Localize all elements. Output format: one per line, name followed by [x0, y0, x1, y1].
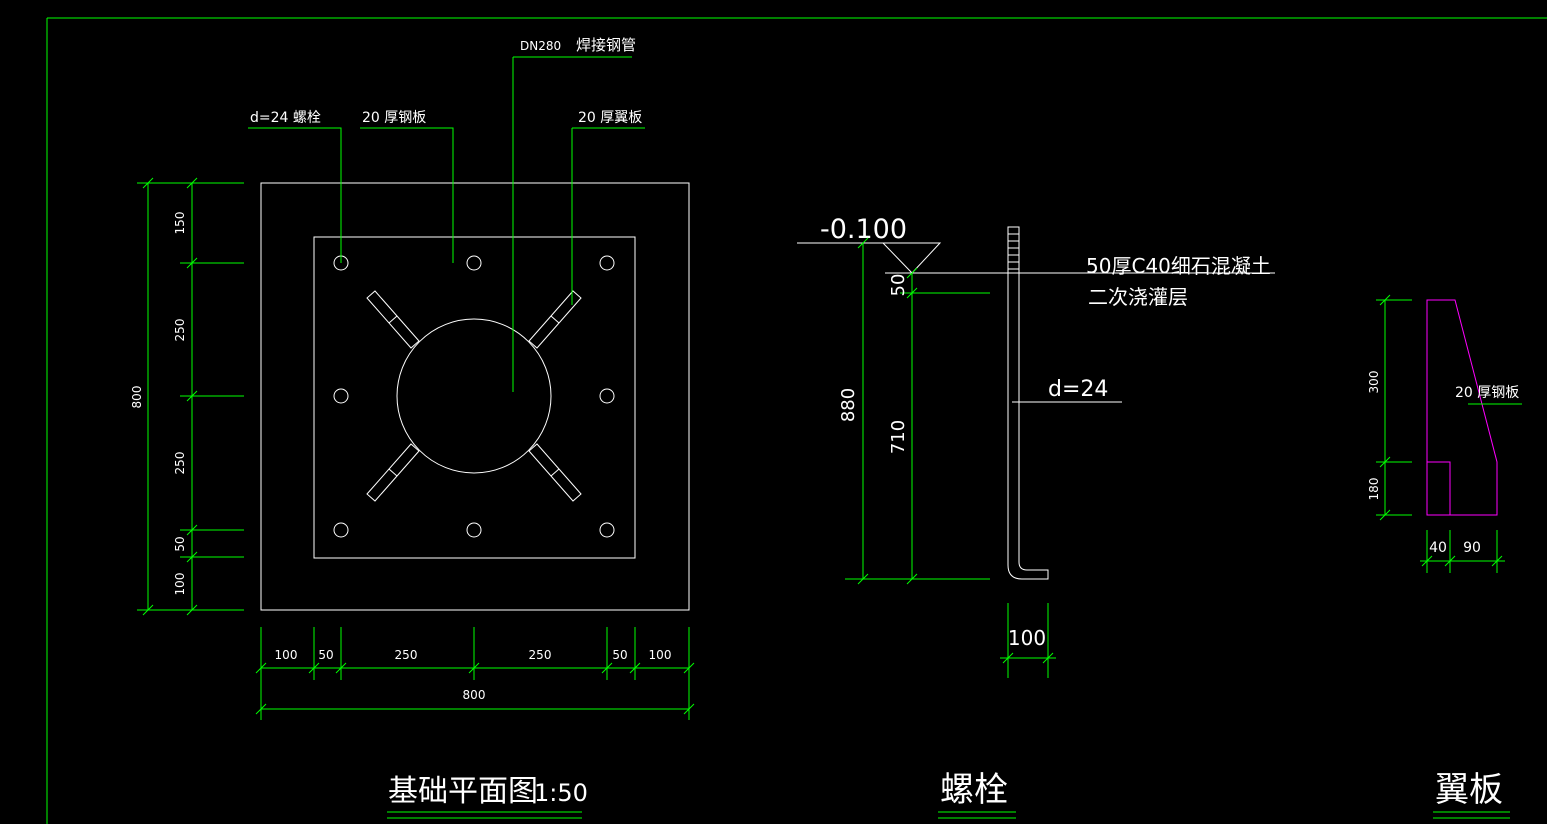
drawing-frame	[46, 17, 1547, 824]
wing-dim-upper: 300	[1367, 371, 1381, 394]
plan-dim-h-100b: 100	[649, 648, 672, 662]
bolt-hole	[599, 255, 615, 271]
anchor-bolt-holes	[333, 255, 615, 538]
wing-plate-sw	[366, 443, 420, 502]
bolt-dim-embed: 710	[888, 420, 909, 454]
wing-plate-profile	[1426, 299, 1498, 516]
wing-dim-left: 40	[1429, 540, 1447, 556]
plan-dim-v-50: 50	[173, 536, 187, 551]
wing-dim-right: 90	[1463, 540, 1481, 556]
wing-plate-label: 20 厚钢板	[1455, 385, 1519, 401]
bolt-hole	[466, 522, 482, 538]
plan-scale: 1:50	[534, 779, 588, 807]
plan-dim-h-total: 800	[463, 688, 486, 702]
callout-wing: 20 厚翼板	[578, 110, 642, 126]
wing-plates	[366, 290, 582, 502]
grout-note-line2: 二次浇灌层	[1088, 285, 1188, 309]
bolt-hole	[333, 522, 349, 538]
bolt-hole	[599, 522, 615, 538]
wing-dim-lower: 180	[1367, 478, 1381, 501]
callout-pipe-name: 焊接钢管	[576, 36, 636, 54]
wing-plate-ne	[528, 290, 582, 349]
callout-leaders	[248, 56, 645, 392]
bolt-elevation: -0.100	[820, 214, 907, 245]
plan-dim-h-50a: 50	[318, 648, 333, 662]
callout-plate: 20 厚钢板	[362, 110, 426, 126]
bolt-dim-hook: 100	[1008, 626, 1046, 650]
plan-vertical-dimensions	[137, 177, 244, 616]
wing-title: 翼板	[1435, 770, 1503, 810]
steel-pipe	[396, 318, 552, 474]
foundation-plan: d=24 螺栓 20 厚钢板 DN280 焊接钢管 20 厚翼板 150 250…	[130, 36, 695, 819]
bolt-hole	[333, 388, 349, 404]
callout-bolt: d=24 螺栓	[250, 110, 321, 126]
bolt-thread-marks	[1008, 233, 1019, 270]
grout-note-line1: 50厚C40细石混凝土	[1086, 254, 1271, 278]
bolt-hole	[599, 388, 615, 404]
steel-plate	[313, 236, 636, 559]
plan-dim-h-100a: 100	[275, 648, 298, 662]
wing-detail: 20 厚钢板 300 180 40 90 翼板	[1367, 294, 1522, 819]
plan-dim-v-250b: 250	[173, 452, 187, 475]
plan-title: 基础平面图	[388, 774, 538, 809]
plan-dim-v-total: 800	[130, 386, 144, 409]
outer-base	[260, 182, 690, 611]
wing-plate-se	[528, 443, 582, 502]
bolt-title: 螺栓	[940, 770, 1008, 810]
bolt-dim-top: 50	[888, 274, 909, 297]
elevation-marker	[881, 242, 942, 274]
plan-dim-v-100: 100	[173, 573, 187, 596]
bolt-hole	[466, 255, 482, 271]
plan-dim-v-250a: 250	[173, 319, 187, 342]
bolt-detail: -0.100 50厚C40细石混凝土 二次浇灌层 d=24	[797, 214, 1275, 819]
plan-dim-h-250a: 250	[395, 648, 418, 662]
bolt-dimensions	[845, 237, 1056, 678]
bolt-diameter: d=24	[1048, 377, 1108, 402]
plan-dim-h-50b: 50	[612, 648, 627, 662]
callout-pipe-spec: DN280	[520, 39, 561, 53]
bolt-dim-total: 880	[838, 388, 859, 422]
wing-plate-nw	[366, 290, 420, 349]
wing-dimensions	[1376, 294, 1505, 573]
plan-dim-h-250b: 250	[529, 648, 552, 662]
anchor-bolt-body	[1007, 226, 1049, 580]
plan-horizontal-dimensions	[255, 627, 695, 720]
wing-notch	[1427, 461, 1451, 515]
plan-dim-v-150: 150	[173, 212, 187, 235]
